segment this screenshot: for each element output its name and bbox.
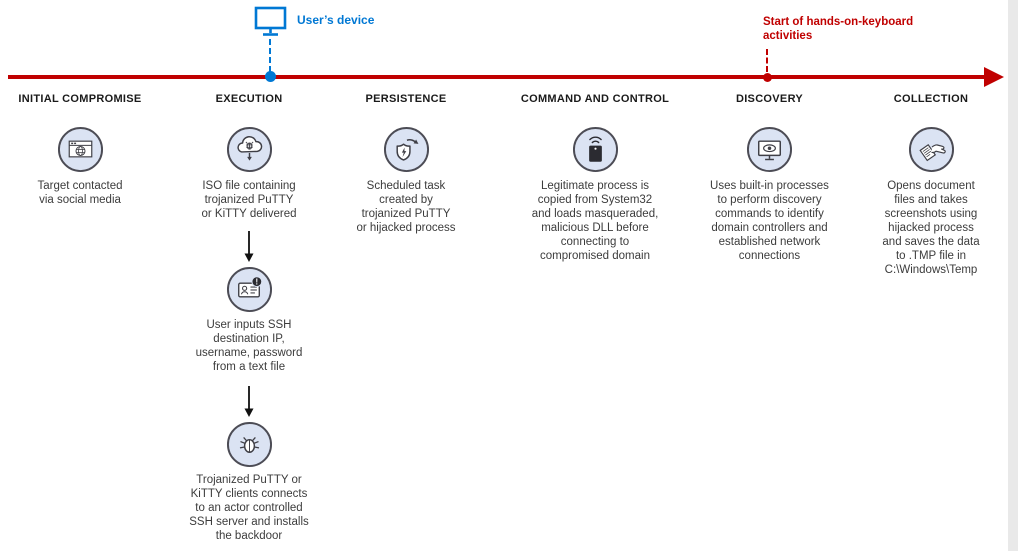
down-arrow-icon [244, 231, 254, 262]
cloud-download-malware-icon [226, 126, 272, 173]
stage-column-execution: EXECUTION ISO file containing trojanized… [174, 92, 324, 543]
stage-description: Trojanized PuTTY or KiTTY clients connec… [189, 474, 309, 542]
stage-label: DISCOVERY [735, 93, 804, 105]
stage-label: EXECUTION [215, 93, 283, 105]
stage-description: Target contacted via social media [37, 180, 123, 206]
stage-label: INITIAL COMPROMISE [18, 93, 142, 105]
stage-column-discovery: DISCOVERY Uses built-in processes to per… [682, 92, 857, 263]
scheduled-task-shield-icon [383, 126, 429, 173]
browser-globe-icon [57, 126, 103, 173]
stage-label: PERSISTENCE [365, 93, 447, 105]
stage-description: Legitimate process is copied from System… [531, 180, 659, 262]
hands-on-keyboard-label: Start of hands-on-keyboard activities [763, 16, 914, 42]
timeline-arrowhead-icon [984, 67, 1004, 87]
users-device-label: User’s device [297, 13, 375, 27]
stage-description: ISO file containing trojanized PuTTY or … [201, 180, 297, 220]
stage-column-persistence: PERSISTENCE Scheduled task created by tr… [331, 92, 481, 235]
stage-description: Opens document files and takes screensho… [882, 180, 980, 276]
hand-document-icon [908, 126, 954, 173]
svg-text:!: ! [255, 277, 258, 286]
credentials-alert-icon: ! [226, 266, 272, 313]
monitor-icon [254, 6, 287, 36]
users-device-connector [269, 39, 271, 72]
hands-on-keyboard-dot [762, 72, 772, 82]
down-arrow-icon [244, 386, 254, 417]
users-device-dot [265, 71, 276, 82]
stage-column-collection: COLLECTION Opens document files and take… [856, 92, 1006, 277]
stage-description: Uses built-in processes to perform disco… [710, 180, 829, 262]
bug-icon [226, 421, 272, 468]
hands-on-keyboard-connector [766, 49, 768, 72]
stage-column-command-and-control: COMMAND AND CONTROL Legitimate process i… [510, 92, 680, 263]
stage-label: COMMAND AND CONTROL [520, 93, 670, 105]
stage-description: Scheduled task created by trojanized PuT… [356, 180, 456, 234]
timeline-axis [8, 75, 988, 79]
stage-description: User inputs SSH destination IP, username… [195, 319, 303, 373]
device-signal-icon [572, 126, 618, 173]
right-edge-strip [1008, 0, 1018, 551]
stage-column-initial-compromise: INITIAL COMPROMISE Target contacted via … [5, 92, 155, 207]
stage-label: COLLECTION [893, 93, 969, 105]
monitor-eye-icon [746, 126, 793, 173]
